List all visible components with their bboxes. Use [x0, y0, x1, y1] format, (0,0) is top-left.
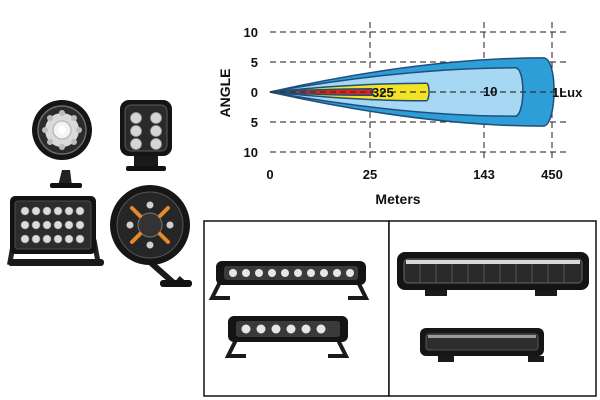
square-work-light	[120, 100, 172, 171]
x-tick-label: 0	[266, 167, 273, 182]
zone-labels: 1Lux 10 325	[372, 84, 583, 100]
beam-pattern-chart: 10 5 0 5 10 0 25 143 450 1Lux 10 325 Meters ANGLE	[217, 22, 583, 207]
zone-label: 325	[372, 85, 394, 100]
y-tick-label: 10	[244, 25, 258, 40]
rectangular-led-light	[7, 196, 104, 266]
x-axis-title: Meters	[375, 191, 420, 207]
x-tick-label: 450	[541, 167, 563, 182]
slim-light-bar	[420, 328, 544, 362]
y-tick-label: 10	[244, 145, 258, 160]
short-light-bar	[224, 316, 350, 358]
x-tick-label: 25	[363, 167, 377, 182]
y-tick-label: 0	[251, 85, 258, 100]
round-work-light	[32, 100, 92, 188]
zone-label: 10	[483, 84, 497, 99]
y-tick-label: 5	[251, 115, 258, 130]
y-tick-label: 5	[251, 55, 258, 70]
x-tick-label: 143	[473, 167, 495, 182]
lightbar-panel-right	[388, 220, 597, 397]
single-row-light-bar	[208, 261, 370, 300]
round-driving-light	[110, 185, 192, 288]
tick-labels: 10 5 0 5 10 0 25 143 450	[244, 25, 563, 182]
lightbar-panel-left	[203, 220, 390, 397]
y-axis-title: ANGLE	[217, 69, 233, 118]
curved-light-bar	[397, 252, 589, 296]
zone-label: 1Lux	[552, 85, 583, 100]
